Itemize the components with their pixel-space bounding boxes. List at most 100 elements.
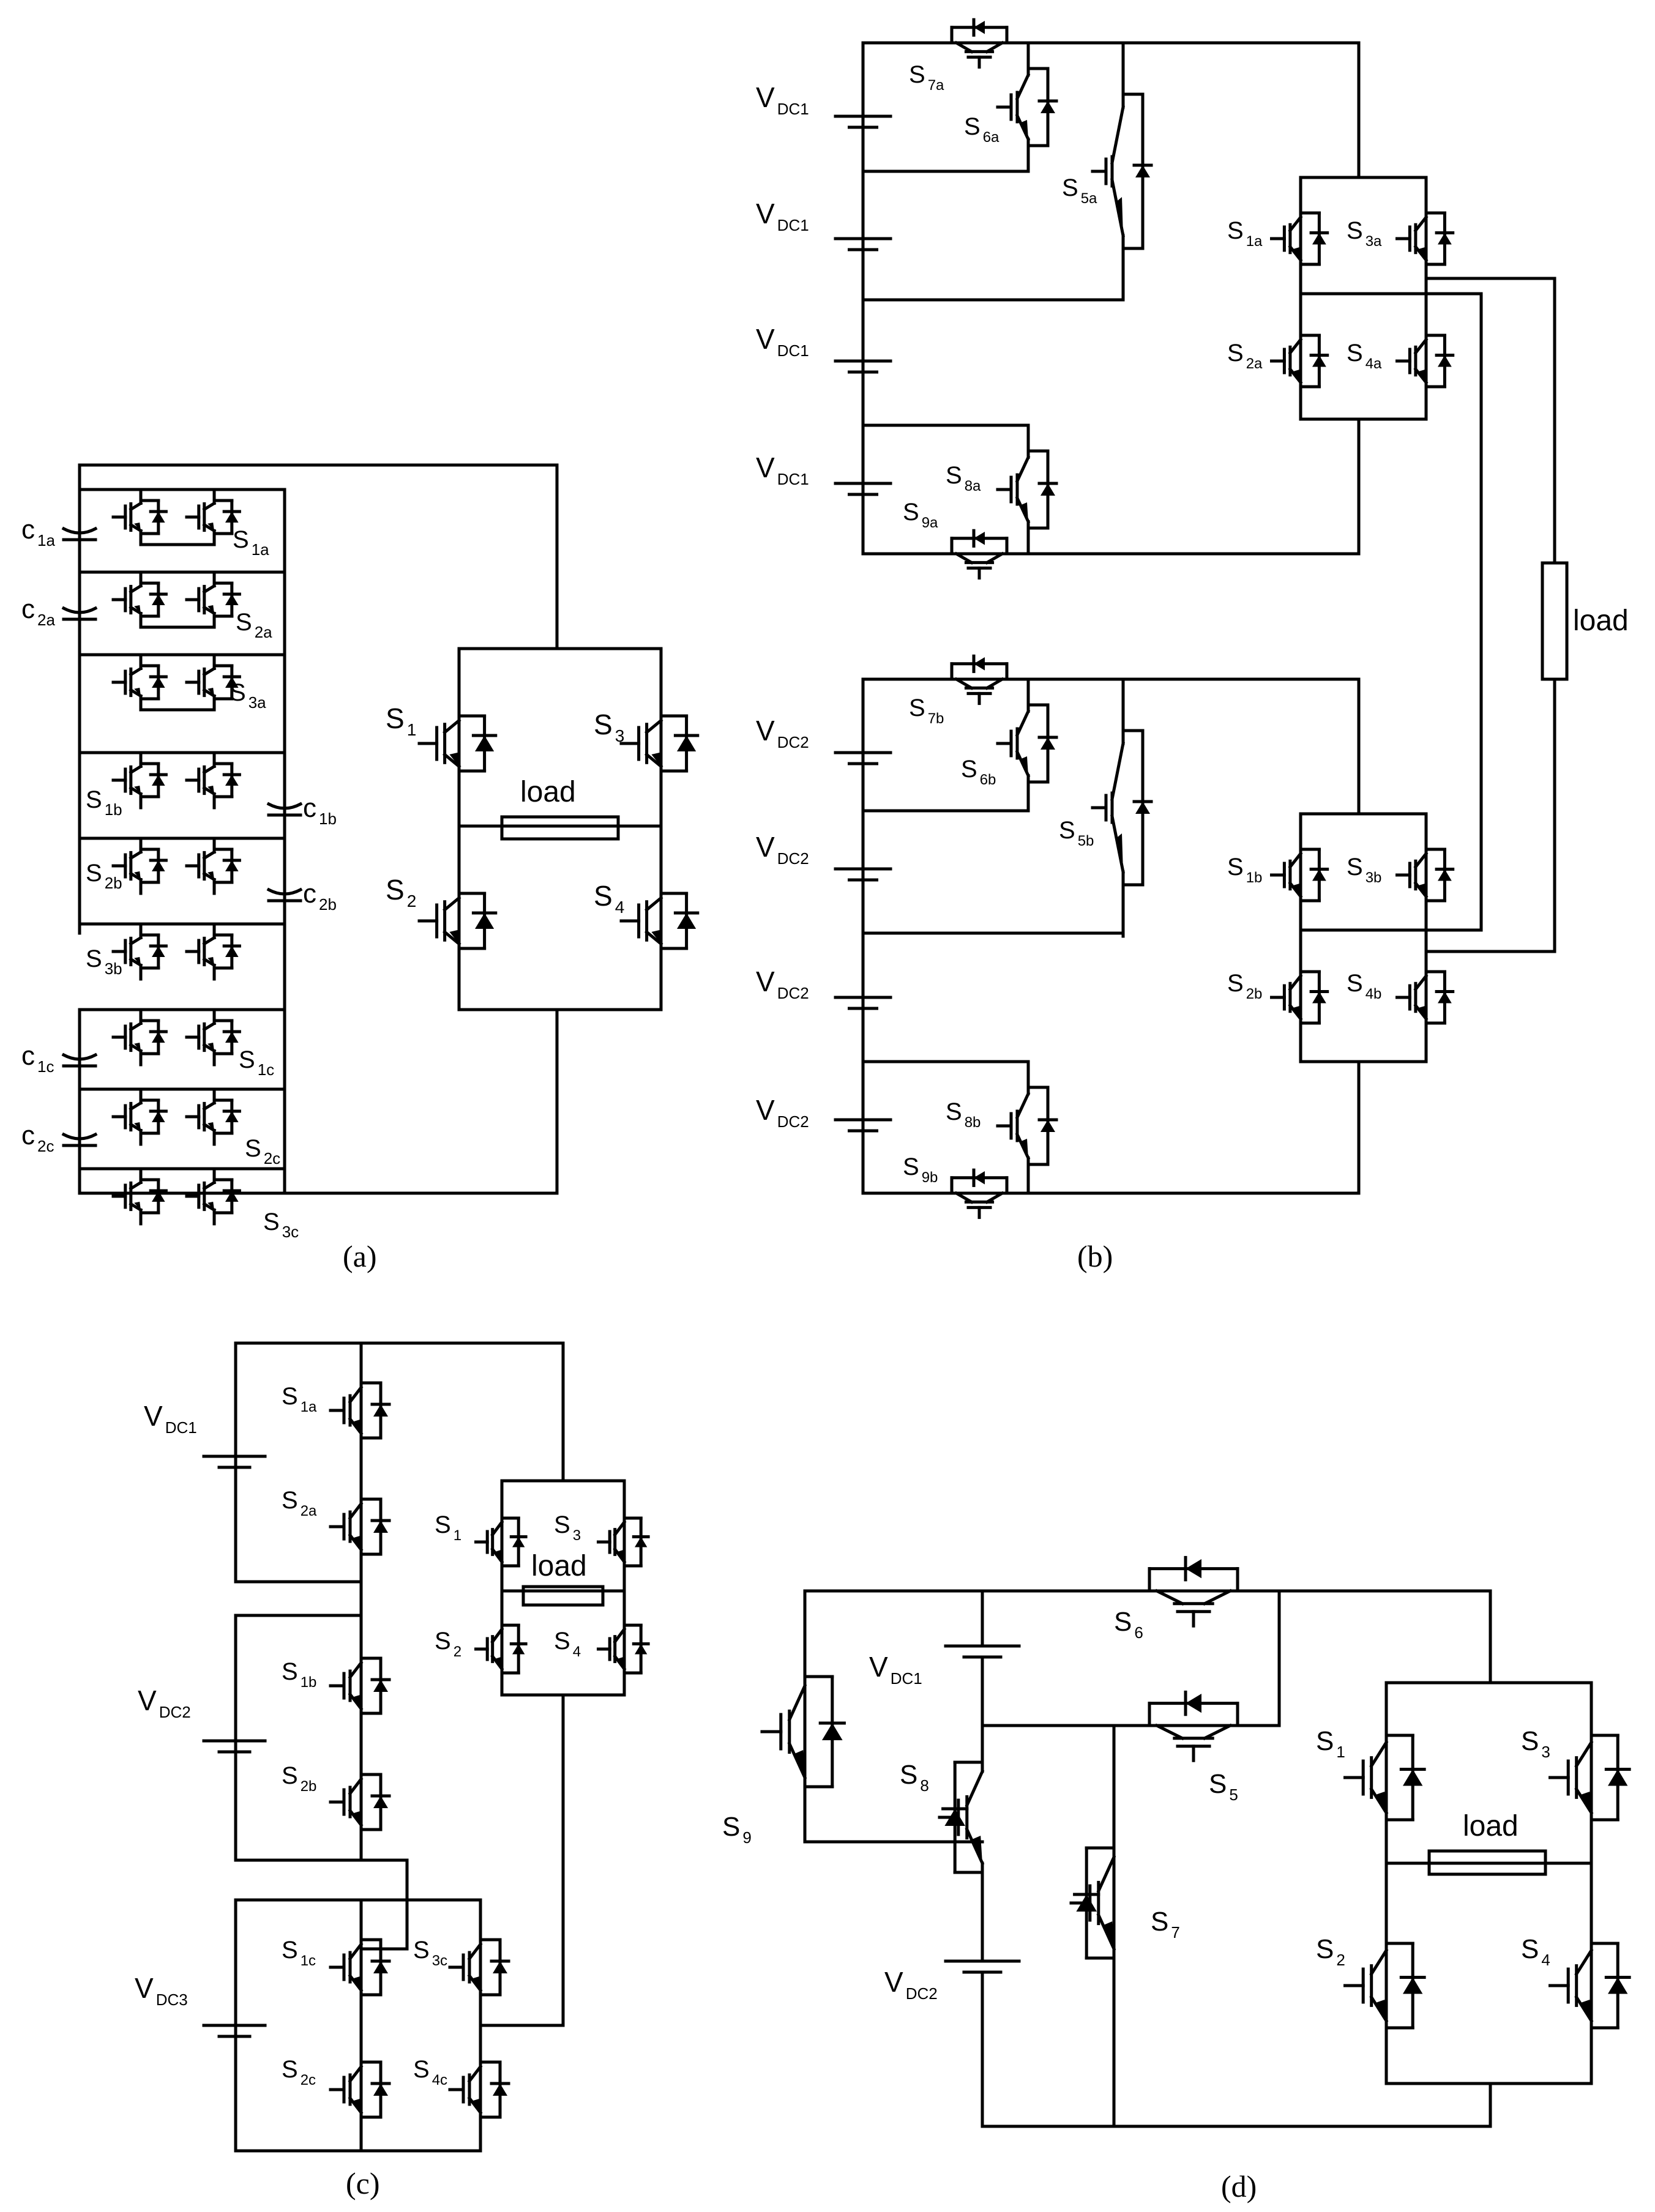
emitter-arrow: [354, 2099, 361, 2113]
a-label-s1-sub: 1: [407, 720, 417, 739]
b-load-bottom: [1424, 677, 1556, 953]
a-label-c1b-sub: 1b: [319, 810, 337, 828]
c-switch-s2c: [329, 2042, 391, 2137]
emitter-arrow: [134, 1043, 141, 1051]
emitter-arrow: [1293, 884, 1301, 896]
emitter-arrow: [354, 1695, 361, 1709]
a-cap-c1c: [61, 1052, 98, 1068]
b-label-vdc-sub: DC2: [777, 1112, 809, 1131]
collector-leg: [1096, 1855, 1116, 1893]
emitter-arrow: [651, 753, 661, 767]
capacitor-curved-plate: [61, 1132, 98, 1141]
b-label-switch-sub: 1a: [1246, 233, 1263, 250]
diode-triangle: [1438, 233, 1452, 245]
diode-triangle: [152, 512, 165, 523]
a-label-s4-main: S: [594, 880, 613, 912]
diode-triangle: [1312, 991, 1326, 1004]
diode-triangle: [944, 1809, 965, 1826]
a-cell-switch-right: [185, 751, 241, 810]
a-label-c2b-sub: 2b: [319, 895, 337, 914]
a-cell-switch-right: [185, 1087, 241, 1146]
emitter-leg: [613, 1547, 627, 1564]
collector-leg: [1369, 1740, 1389, 1768]
diode-triangle: [152, 594, 165, 605]
a-switch-s4: [619, 873, 700, 969]
collector-leg: [1413, 337, 1429, 356]
b-caption: (b): [1077, 1239, 1113, 1273]
emitter-leg: [965, 1827, 985, 1866]
collector-leg: [348, 1385, 364, 1404]
b-switch-s3b: [1395, 830, 1455, 920]
d-switch-s2: [1343, 1913, 1426, 2058]
diode-triangle: [974, 532, 985, 545]
emitter-leg: [1413, 1003, 1429, 1021]
c-label-vdc1-main: V: [144, 1400, 163, 1432]
c-label-switch-sub: 4: [573, 1644, 581, 1660]
c-label-switch-sub: 3: [573, 1527, 581, 1544]
c-switch-s1a: [329, 1363, 391, 1458]
a-label-s2c-main: S: [245, 1135, 261, 1162]
b-label-switch-sub: 6b: [980, 772, 996, 788]
c-label-switch-sub: 1a: [301, 1399, 317, 1415]
emitter-leg: [202, 786, 217, 796]
a-label-c1c-main: c: [21, 1041, 35, 1071]
b-load-label: load: [1573, 605, 1629, 637]
collector-leg: [202, 584, 217, 594]
diode-triangle: [152, 677, 165, 688]
b-hbridge-b: [1299, 812, 1428, 1063]
diode-triangle: [373, 2084, 388, 2096]
emitter-arrow: [134, 605, 141, 614]
a-cell-switch-left: [111, 1008, 168, 1067]
emitter-leg: [129, 688, 143, 698]
diode-triangle: [512, 1644, 525, 1655]
collector-leg: [787, 1683, 807, 1722]
emitter-leg: [1413, 881, 1429, 899]
a-caption: (a): [343, 1239, 377, 1273]
emitter-arrow: [1419, 884, 1426, 896]
collector-leg: [202, 936, 217, 946]
collector-leg: [490, 1520, 504, 1537]
diode-triangle: [475, 735, 495, 751]
collector-leg: [129, 1180, 143, 1191]
a-label-s4-sub: 4: [615, 898, 625, 917]
b-label-switch-main: S: [1347, 217, 1363, 244]
emitter-leg: [202, 605, 217, 616]
emitter-leg: [787, 1741, 807, 1780]
b-label-switch-sub: 4a: [1365, 356, 1382, 372]
c-label-switch-main: S: [435, 1628, 451, 1655]
a-label-s2b-sub: 2b: [105, 874, 122, 892]
emitter-leg: [1413, 244, 1429, 263]
collector-leg: [202, 1021, 217, 1032]
a-label-s3b-main: S: [86, 945, 102, 972]
b-switch-s5a: [1091, 41, 1153, 302]
a-cell-switch-left: [111, 751, 168, 810]
diode-triangle: [225, 677, 239, 688]
d-load: [1427, 1849, 1547, 1876]
b-battery: [834, 482, 892, 496]
diode-triangle: [1040, 737, 1055, 750]
b-label-switch-sub: 8b: [965, 1114, 981, 1131]
emitter-leg: [129, 871, 143, 882]
diode-triangle: [1438, 869, 1452, 881]
collector-leg: [1574, 1740, 1594, 1768]
capacitor-curved-plate: [266, 887, 303, 896]
c-switch-s1b: [329, 1638, 391, 1733]
emitter-arrow: [1293, 1006, 1301, 1019]
emitter-arrow: [1293, 370, 1301, 382]
a-cell-switch-right: [185, 922, 241, 981]
b-switch-s6b: [996, 677, 1058, 810]
c-label-switch-main: S: [282, 1937, 298, 1964]
a-cell-switch-left: [111, 1087, 168, 1146]
collector-leg: [348, 2064, 364, 2084]
